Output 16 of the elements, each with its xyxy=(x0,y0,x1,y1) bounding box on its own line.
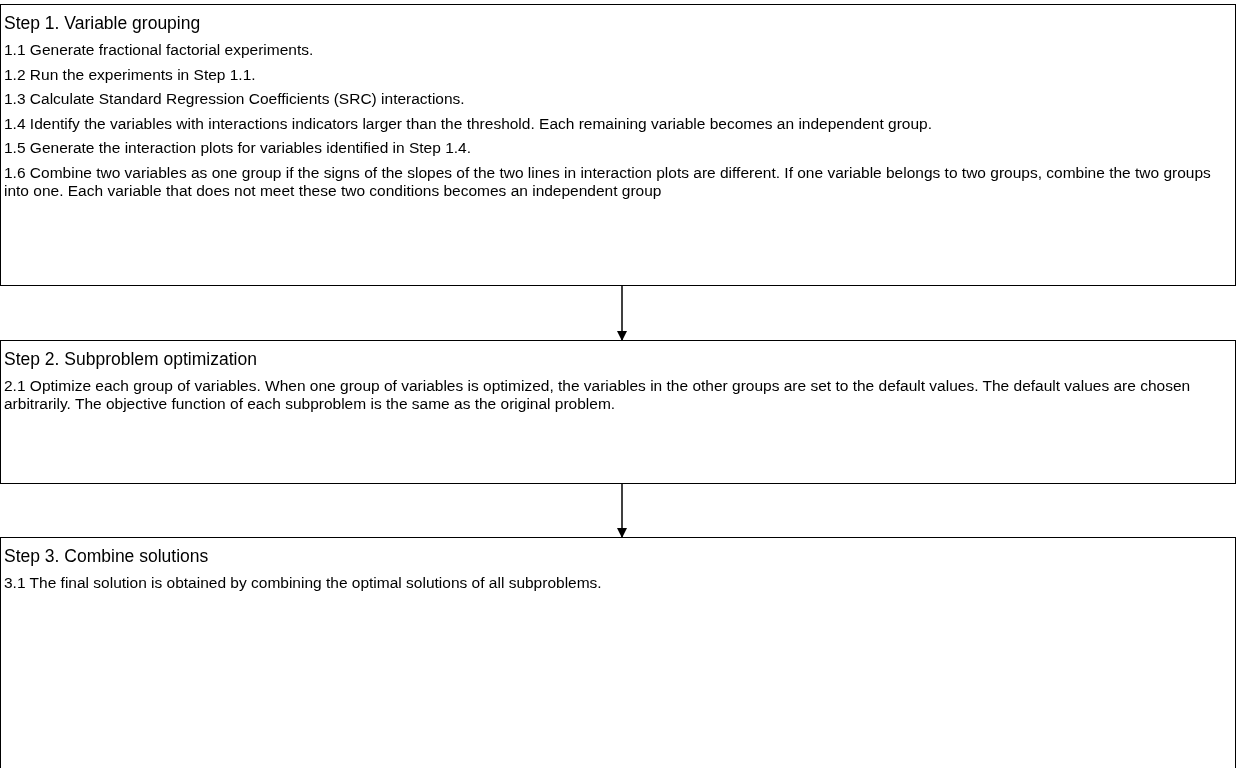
step-box xyxy=(0,340,1236,484)
arrow xyxy=(617,483,627,538)
step-description: 1.2 Run the experiments in Step 1.1. xyxy=(3,65,257,84)
step-description: 1.3 Calculate Standard Regression Coefficients (SRC) interactions. xyxy=(3,90,466,109)
step-description: 2.1 Optimize each group of variables. When one group of variables is optimized, the variables in the other groups are set to the default values. The default values are chosen arbitrarily. The objective function of each subproblem is the same as the original problem. xyxy=(3,377,1192,413)
step-description: 1.6 Combine two variables as one group if the signs of the slopes of the two lines in interaction plots are different. If one variable belongs to two groups, combine the two groups into one. Each variable that does not meet these two conditions becomes an independent group xyxy=(3,163,1212,200)
step-box xyxy=(0,4,1236,286)
arrow xyxy=(617,285,627,341)
step-description: 3.1 The final solution is obtained by combining the optimal solutions of all subproblems. xyxy=(3,574,603,592)
step-box xyxy=(0,537,1236,768)
step-description: 1.4 Identify the variables with interactions indicators larger than the threshold. Each remaining variable becomes an independent group. xyxy=(3,114,933,133)
step-description: 1.5 Generate the interaction plots for variables identified in Step 1.4. xyxy=(3,139,472,158)
step-heading: Step 1. Variable grouping xyxy=(3,13,202,33)
step-description: 1.1 Generate fractional factorial experiments. xyxy=(3,41,315,59)
step-heading: Step 3. Combine solutions xyxy=(3,546,210,566)
step-heading: Step 2. Subproblem optimization xyxy=(3,349,258,369)
